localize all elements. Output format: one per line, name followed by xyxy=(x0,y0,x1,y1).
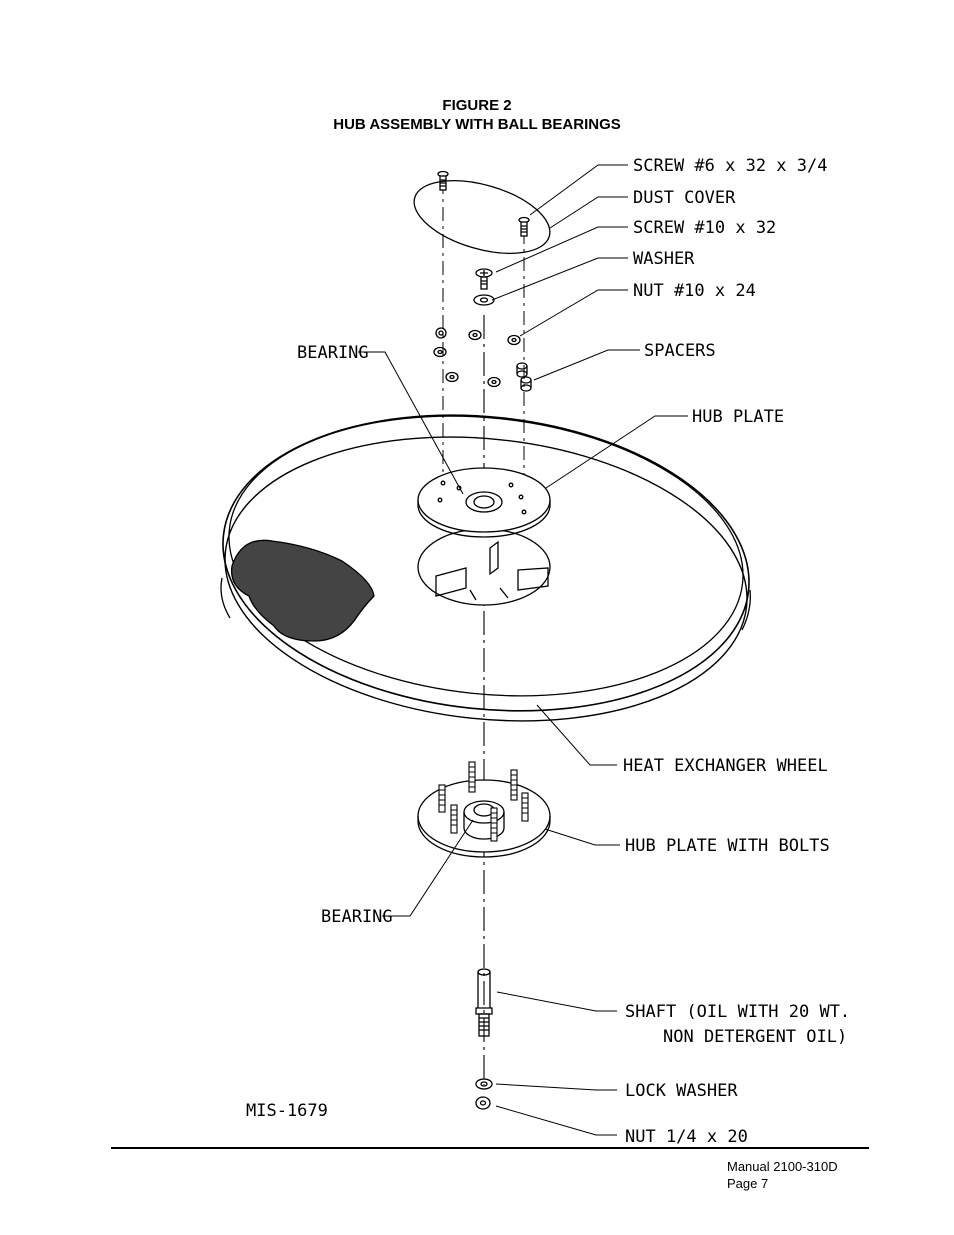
hub-plate-with-bolts xyxy=(417,761,551,858)
label-screw-6: SCREW #6 x 32 x 3/4 xyxy=(633,156,827,176)
nut-quarter xyxy=(475,1096,491,1110)
screw-6-left xyxy=(437,170,449,191)
figure-title: HUB ASSEMBLY WITH BALL BEARINGS xyxy=(333,116,621,133)
hub-plate-top xyxy=(417,467,551,538)
page-number: Page 7 xyxy=(727,1176,769,1191)
manual-number: Manual 2100-310D xyxy=(727,1159,838,1174)
label-shaft-line1: SHAFT (OIL WITH 20 WT. xyxy=(625,1002,850,1022)
label-spacers: SPACERS xyxy=(644,341,716,361)
lock-washer xyxy=(475,1078,493,1090)
drawing-id: MIS-1679 xyxy=(246,1101,328,1121)
label-hub-plate-bolts: HUB PLATE WITH BOLTS xyxy=(625,836,830,856)
heat-exchanger-wheel xyxy=(220,414,751,722)
footer-rule xyxy=(111,1147,869,1149)
label-nut-quarter: NUT 1/4 x 20 xyxy=(625,1127,748,1147)
shaft xyxy=(475,968,493,1037)
washer xyxy=(473,294,495,306)
label-bearing-bottom: BEARING xyxy=(321,907,393,927)
label-shaft-line2: NON DETERGENT OIL) xyxy=(663,1027,847,1047)
leader-lines xyxy=(358,164,688,1136)
label-bearing-top: BEARING xyxy=(297,343,369,363)
spacers xyxy=(516,362,532,392)
label-screw-10: SCREW #10 x 32 xyxy=(633,218,776,238)
label-lock-washer: LOCK WASHER xyxy=(625,1081,738,1101)
label-heat-exchanger-wheel: HEAT EXCHANGER WHEEL xyxy=(623,756,828,776)
nuts xyxy=(433,327,521,388)
screw-6-right xyxy=(518,216,530,237)
wheel-hub-opening xyxy=(417,528,551,606)
screw-10 xyxy=(475,268,493,290)
label-dust-cover: DUST COVER xyxy=(633,188,736,208)
figure-number: FIGURE 2 xyxy=(442,97,512,114)
label-washer: WASHER xyxy=(633,249,695,269)
label-hub-plate: HUB PLATE xyxy=(692,407,784,427)
dust-cover xyxy=(413,180,551,254)
label-nut-10: NUT #10 x 24 xyxy=(633,281,756,301)
